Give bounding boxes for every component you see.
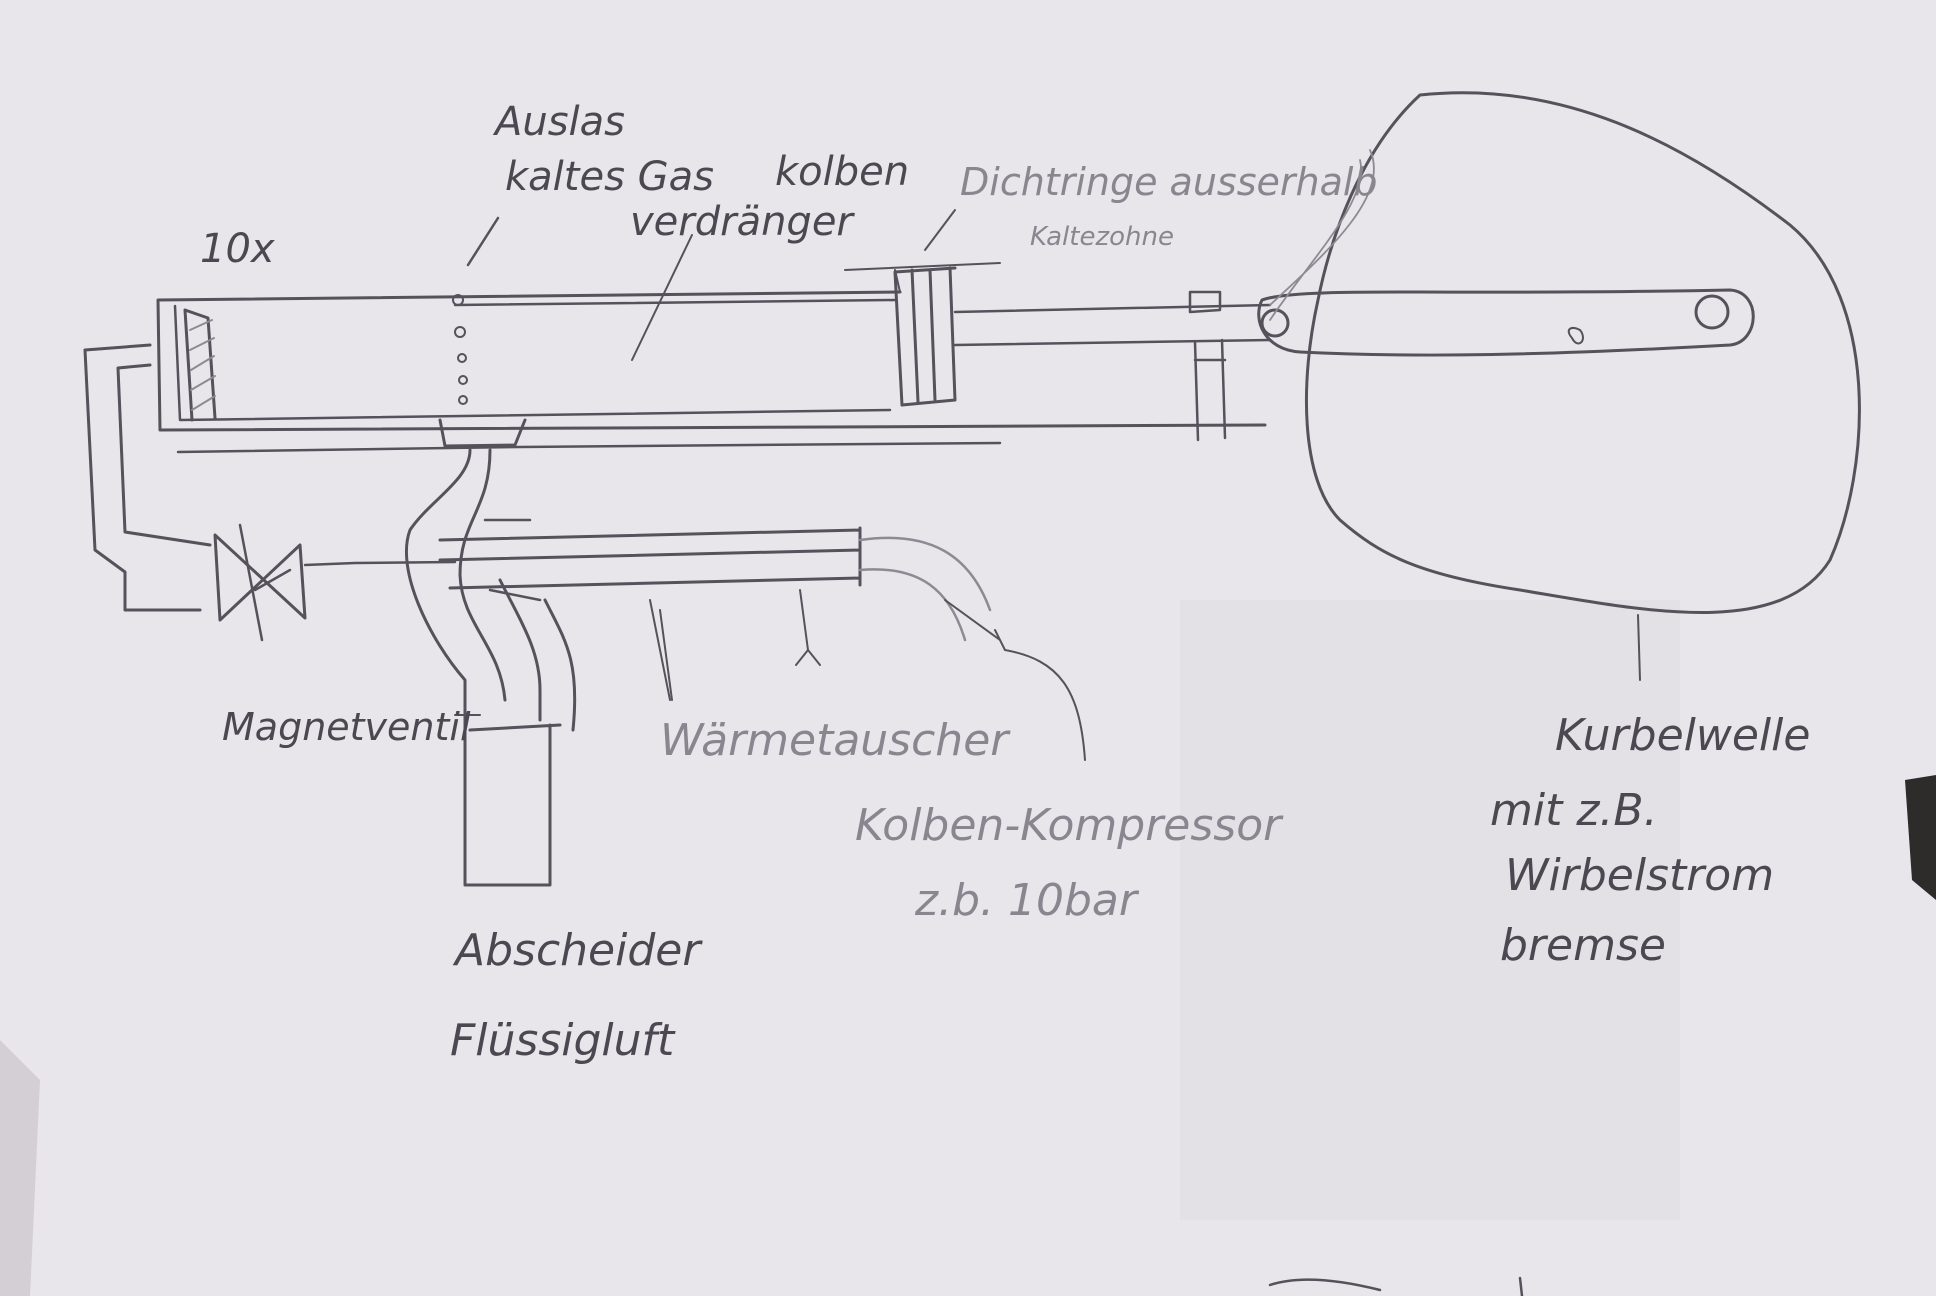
separator-feed-pipes: [404, 448, 577, 737]
cylinder-inner-top: [173, 298, 897, 422]
cylinder-head-hatching: [183, 308, 217, 422]
paper-shadow-bottom: [0, 1040, 40, 1296]
connecting-rod: [1257, 288, 1755, 357]
outlet-pointer: [466, 216, 500, 267]
label-compressor-line2: z.b. 10bar: [914, 875, 1140, 926]
crankshaft-pointer: [1637, 614, 1641, 681]
labels: 10x Auslas kaltes Gas kolben verdränger …: [200, 99, 1810, 1066]
label-heat-exchanger: Wärmetauscher: [660, 715, 1011, 766]
seals-pointer: [924, 209, 956, 251]
piping: [83, 343, 1086, 887]
heat-exchanger: [438, 518, 862, 701]
label-crankshaft-line1: Kurbelwelle: [1555, 710, 1810, 761]
label-crankshaft-line2: mit z.B.: [1490, 785, 1658, 836]
label-outlet-line2: kaltes Gas: [505, 154, 714, 200]
label-displacer: verdränger: [630, 199, 855, 245]
separator-vessel: [463, 718, 562, 887]
label-piston: kolben: [775, 149, 909, 195]
heat-exchanger-pointer: [659, 609, 673, 701]
crank-guide-lines: [1269, 149, 1375, 321]
crank-disk: [1305, 91, 1861, 614]
piston: [893, 266, 957, 407]
label-crankshaft-line3: Wirbelstrom: [1505, 850, 1774, 901]
rod-guide: [1188, 290, 1227, 442]
label-separator-line1: Abscheider: [452, 925, 703, 976]
solenoid-valve: [213, 523, 307, 642]
compressor-line: [858, 536, 992, 642]
compressor-pointer: [944, 599, 1086, 761]
valve-outlet-line: [303, 560, 457, 567]
label-compressor-line1: Kolben-Kompressor: [855, 800, 1284, 851]
cylinder-outline: [156, 290, 1267, 432]
cylinder-bottom-rail: [176, 441, 1002, 454]
piston-rod: [953, 303, 1272, 347]
outlet-manifold: [438, 418, 527, 448]
label-outlet-line1: Auslas: [492, 99, 625, 145]
return-line: [83, 343, 212, 612]
label-scale: 10x: [200, 226, 275, 272]
label-solenoid: Magnetventil: [222, 705, 471, 749]
displacer-pointer: [631, 234, 693, 361]
label-crankshaft-line4: bremse: [1500, 920, 1666, 971]
outlet-holes: [452, 294, 468, 405]
label-seals-line2: Kaltezohne: [1030, 222, 1174, 252]
label-separator-line2: Flüssigluft: [450, 1015, 676, 1066]
cylinder-assembly: [156, 91, 1861, 681]
paper-shadow-edge: [1905, 775, 1936, 900]
stray-marks: [1268, 1276, 1524, 1296]
label-seals-line1: Dichtringe ausserhalb: [960, 160, 1378, 204]
paper-bleed-through: [1180, 600, 1680, 1220]
